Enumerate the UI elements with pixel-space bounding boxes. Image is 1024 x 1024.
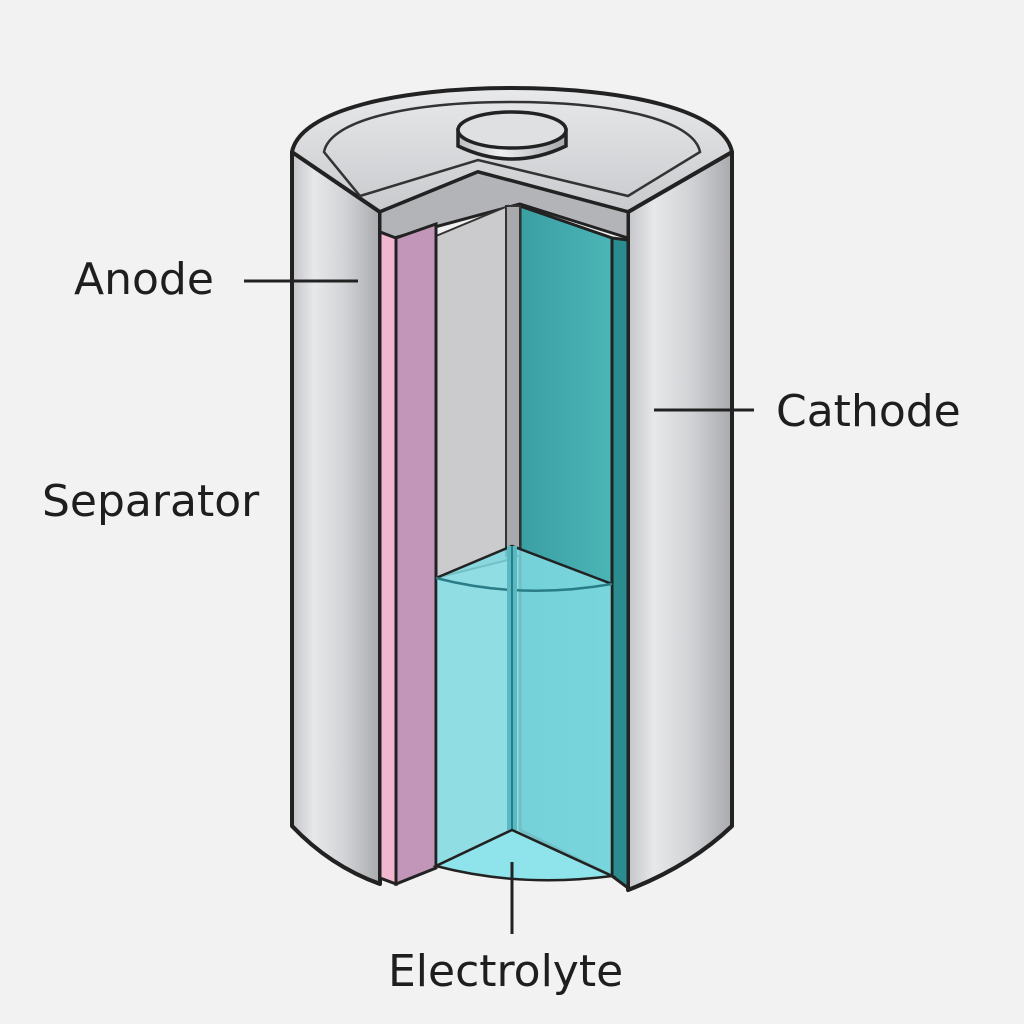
casing-left-wall — [290, 150, 382, 886]
interior-back-panel — [435, 204, 509, 580]
casing-right-wall — [626, 150, 734, 892]
cap-inner-rim — [322, 100, 702, 198]
cathode-label: Cathode — [776, 386, 961, 437]
casing-bottom-rim — [290, 824, 381, 886]
positive-terminal — [456, 110, 568, 161]
anode-label: Anode — [74, 254, 214, 305]
separator-label: Separator — [42, 476, 260, 527]
separator-layer — [394, 221, 438, 887]
anode-layer — [378, 229, 398, 887]
cathode-edge — [610, 236, 630, 891]
central-rod — [505, 205, 521, 557]
electrolyte-label: Electrolyte — [388, 946, 624, 997]
electrolyte-volume — [432, 544, 617, 882]
